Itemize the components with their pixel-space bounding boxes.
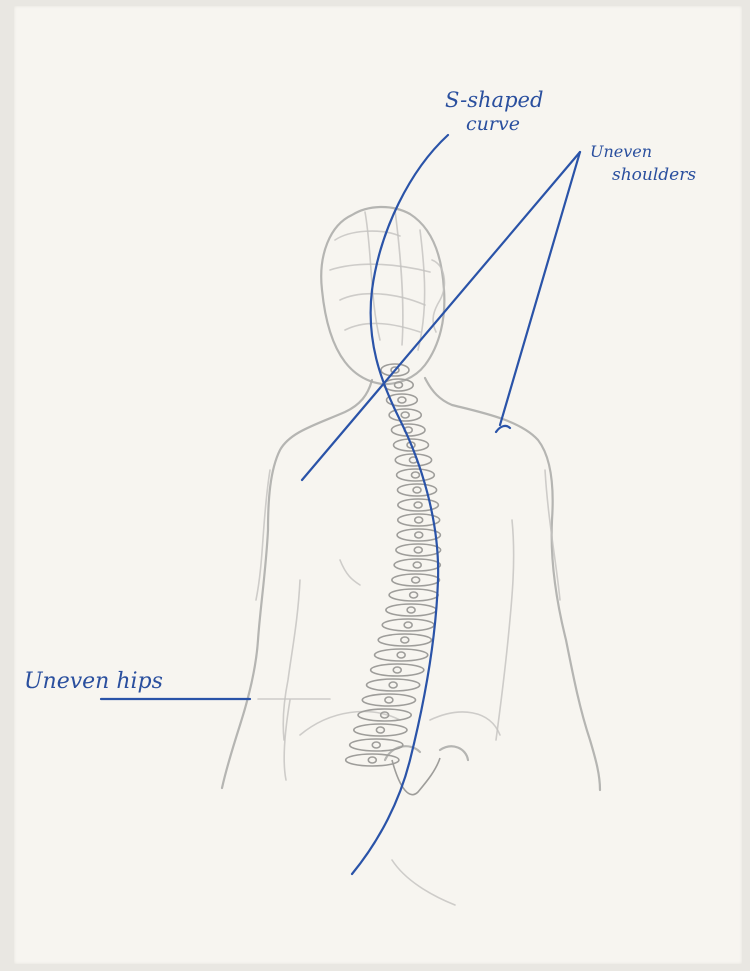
vertebra — [354, 724, 407, 736]
vertebra-body — [393, 667, 401, 673]
vertebra-body — [413, 487, 421, 493]
s-curve-line — [352, 135, 448, 874]
vertebra — [371, 664, 424, 676]
shoulders-label-line2: shoulders — [612, 165, 696, 185]
vertebra — [386, 604, 436, 616]
s-curve-label-line2: curve — [466, 113, 520, 135]
vertebra-body — [401, 637, 409, 643]
annotation-labels: S-shaped curve Uneven shoulders Uneven h… — [24, 88, 696, 694]
head-sketch — [321, 207, 444, 384]
vertebra — [394, 559, 440, 571]
vertebra-body — [376, 727, 384, 733]
vertebra-body — [414, 502, 422, 508]
vertebra-body — [414, 547, 422, 553]
vertebra — [392, 574, 440, 586]
vertebra-body — [397, 652, 405, 658]
annotation-lines — [101, 135, 580, 874]
vertebra — [375, 649, 428, 661]
vertebra-body — [415, 517, 423, 523]
vertebra — [389, 589, 438, 601]
shoulders-pointer-right — [500, 152, 580, 425]
vertebra-body — [372, 742, 380, 748]
vertebra — [397, 484, 436, 496]
vertebra-body — [398, 397, 406, 403]
vertebra — [391, 424, 425, 436]
vertebra-body — [389, 682, 397, 688]
shoulders-label-line1: Uneven — [590, 142, 652, 161]
vertebra-body — [368, 757, 376, 763]
vertebra-body — [404, 622, 412, 628]
vertebra — [382, 619, 434, 631]
vertebra — [396, 544, 441, 556]
spine-vertebrae — [346, 364, 441, 795]
vertebra-body — [385, 697, 393, 703]
shoulders-pointer-left — [302, 152, 580, 480]
vertebra — [350, 739, 403, 751]
sacrum — [392, 758, 440, 795]
vertebra — [346, 754, 399, 766]
vertebra — [362, 694, 415, 706]
vertebra — [397, 469, 435, 481]
vertebra-body — [412, 577, 420, 583]
vertebra — [367, 679, 420, 691]
s-curve-label-line1: S-shaped — [445, 88, 543, 112]
vertebra — [395, 454, 431, 466]
vertebra — [389, 409, 421, 421]
vertebra-body — [411, 472, 419, 478]
vertebra — [378, 634, 431, 646]
vertebra-body — [401, 412, 409, 418]
vertebra-body — [407, 607, 415, 613]
vertebra-body — [410, 592, 418, 598]
vertebra-body — [415, 532, 423, 538]
vertebra — [397, 529, 440, 541]
hips-label: Uneven hips — [24, 669, 163, 694]
vertebra-body — [413, 562, 421, 568]
